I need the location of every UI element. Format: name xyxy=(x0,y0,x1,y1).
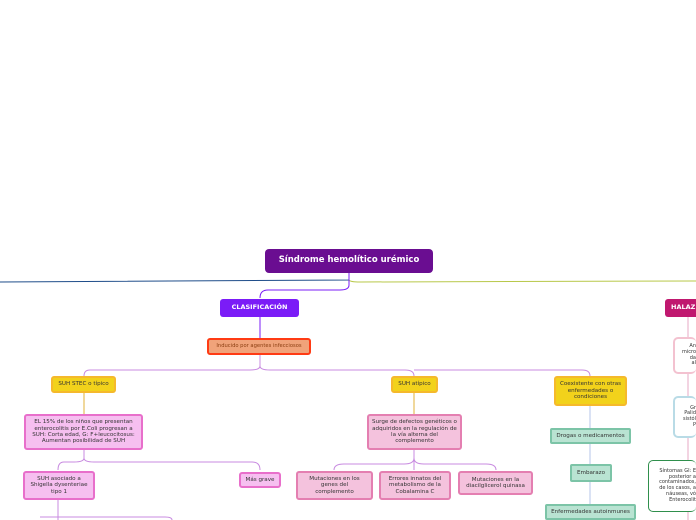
topic-atipico-complemento[interactable]: Surge de defectos genéticos o adquiridos… xyxy=(367,414,462,450)
topic-clasificacion[interactable]: CLASIFICACIÓN xyxy=(220,299,299,317)
topic-drogas-medicamentos[interactable]: Drogas o medicamentos xyxy=(550,428,631,444)
topic-diacilglicerol-quinasa[interactable]: Mutaciones en la diacilglicerol quinasa xyxy=(458,471,533,495)
topic-mutaciones-complemento[interactable]: Mutaciones en los genes del complemento xyxy=(296,471,373,500)
topic-inducido-agentes-infecciosos[interactable]: Inducido por agentes infecciosos xyxy=(207,338,311,355)
topic-sintomas-gi[interactable]: Síntomas GI: E posterior a contaminados,… xyxy=(648,460,696,512)
topic-hallazgos-box-2[interactable]: Gr Palid sistól P xyxy=(673,396,696,438)
topic-suh-stec[interactable]: SUH STEC o típico xyxy=(51,376,116,393)
topic-enfermedades-autoinmunes[interactable]: Enfermedades autoinmunes xyxy=(545,504,636,520)
topic-hallazgos-box-1[interactable]: An micro da al xyxy=(673,337,696,374)
topic-embarazo[interactable]: Embarazo xyxy=(570,464,612,482)
topic-coexistente[interactable]: Coexistente con otras enfermedades o con… xyxy=(554,376,627,406)
topic-mas-grave[interactable]: Más grave xyxy=(239,472,281,488)
topic-shigella[interactable]: SUH asociado a Shigella dysenteriae tipo… xyxy=(23,471,95,500)
topic-hallazgos[interactable]: HALAZ xyxy=(665,299,696,317)
topic-errores-cobalamina[interactable]: Errores innatos del metabolismo de la Co… xyxy=(379,471,451,500)
topic-stec-enterocolitis[interactable]: EL 15% de los niños que presentan entero… xyxy=(24,414,143,450)
topic-suh-atipico[interactable]: SUH atípico xyxy=(391,376,438,393)
root-topic[interactable]: Síndrome hemolítico urémico xyxy=(265,249,433,273)
